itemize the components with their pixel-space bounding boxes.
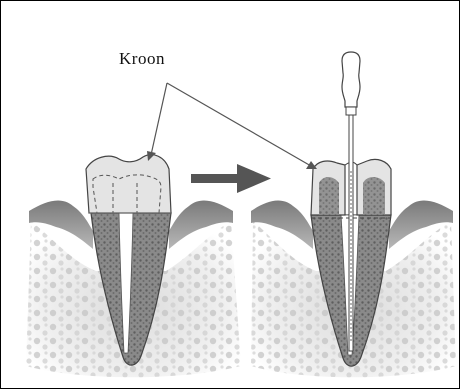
crown-label: Kroon	[119, 49, 165, 69]
label-pointers	[147, 83, 317, 169]
right-arrow-icon	[191, 164, 271, 193]
tooth-before	[26, 155, 241, 378]
tooth-after	[251, 52, 456, 377]
crown-left	[86, 155, 171, 213]
